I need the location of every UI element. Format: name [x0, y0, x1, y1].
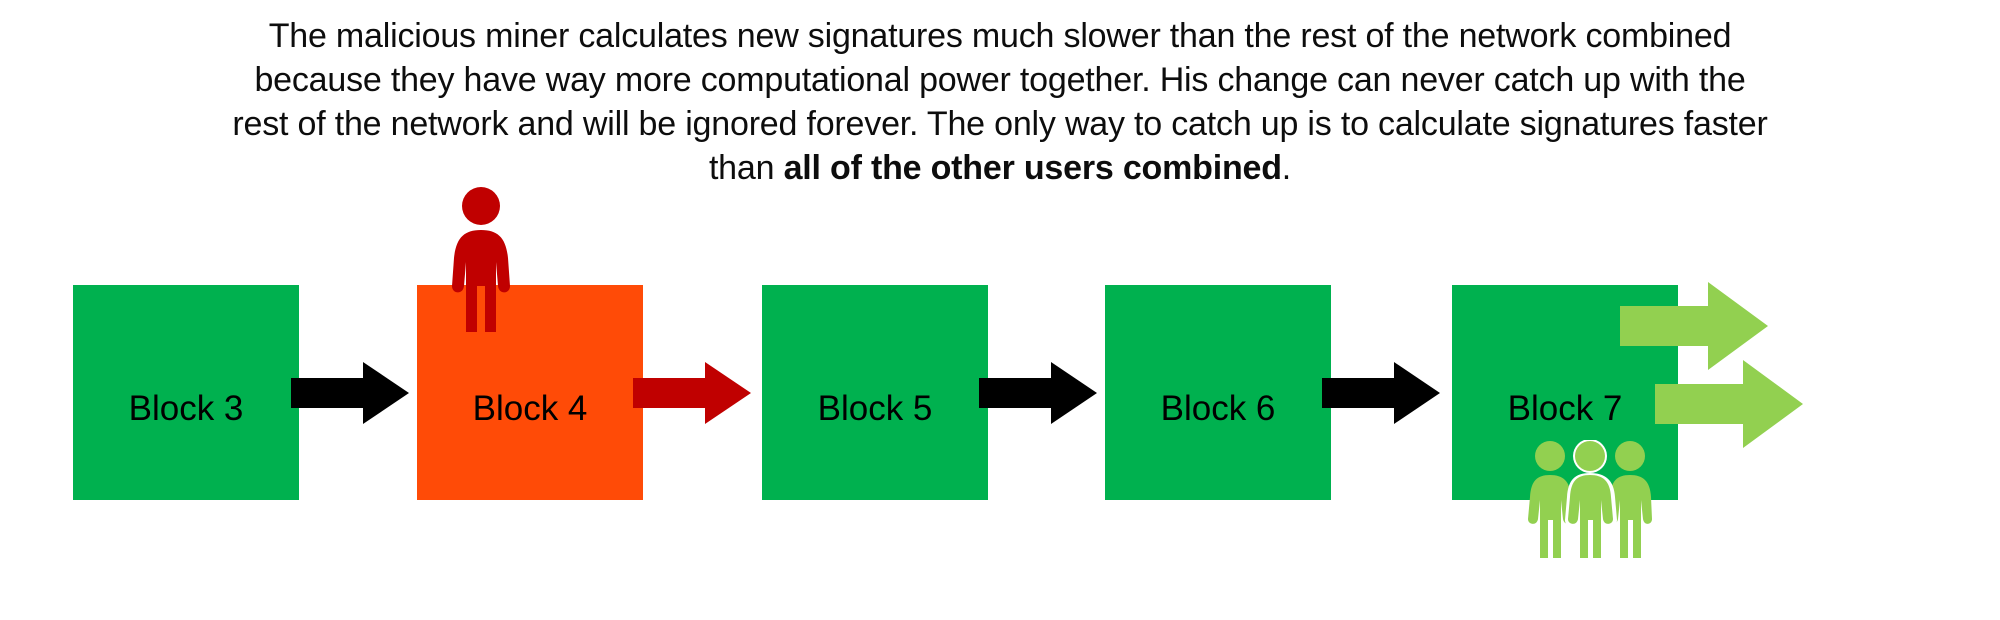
caption-line-4-suffix: . — [1281, 149, 1292, 187]
block-3[interactable]: Block 3 — [73, 285, 299, 500]
progress-arrow-top-icon — [1620, 282, 1768, 370]
link-arrow-block6-block7 — [1322, 362, 1440, 424]
caption-line-3: rest of the network and will be ignored … — [232, 105, 1768, 143]
caption-line-2: because they have way more computational… — [254, 61, 1746, 99]
progress-arrow-bottom-icon — [1655, 360, 1803, 448]
block-4-label: Block 4 — [472, 389, 588, 428]
block-6-label: Block 6 — [1160, 389, 1276, 428]
malicious-miner-icon — [452, 186, 510, 332]
block-4[interactable]: Block 4 — [417, 285, 643, 500]
caption-line-4: than all of the other users combined. — [50, 146, 1950, 190]
block-5-label: Block 5 — [817, 389, 933, 428]
block-6[interactable]: Block 6 — [1105, 285, 1331, 500]
block-3-label: Block 3 — [128, 389, 244, 428]
caption-line-4-prefix: than — [708, 149, 784, 187]
caption-text: The malicious miner calculates new signa… — [50, 14, 1950, 190]
link-arrow-block5-block6 — [979, 362, 1097, 424]
caption-line-1: The malicious miner calculates new signa… — [268, 17, 1732, 55]
honest-miners-group-icon — [1528, 440, 1652, 562]
caption-emphasis: all of the other users combined — [783, 149, 1282, 187]
block-5[interactable]: Block 5 — [762, 285, 988, 500]
link-arrow-block4-block5 — [633, 362, 751, 424]
link-arrow-block3-block4 — [291, 362, 409, 424]
block-7-label: Block 7 — [1507, 389, 1623, 428]
